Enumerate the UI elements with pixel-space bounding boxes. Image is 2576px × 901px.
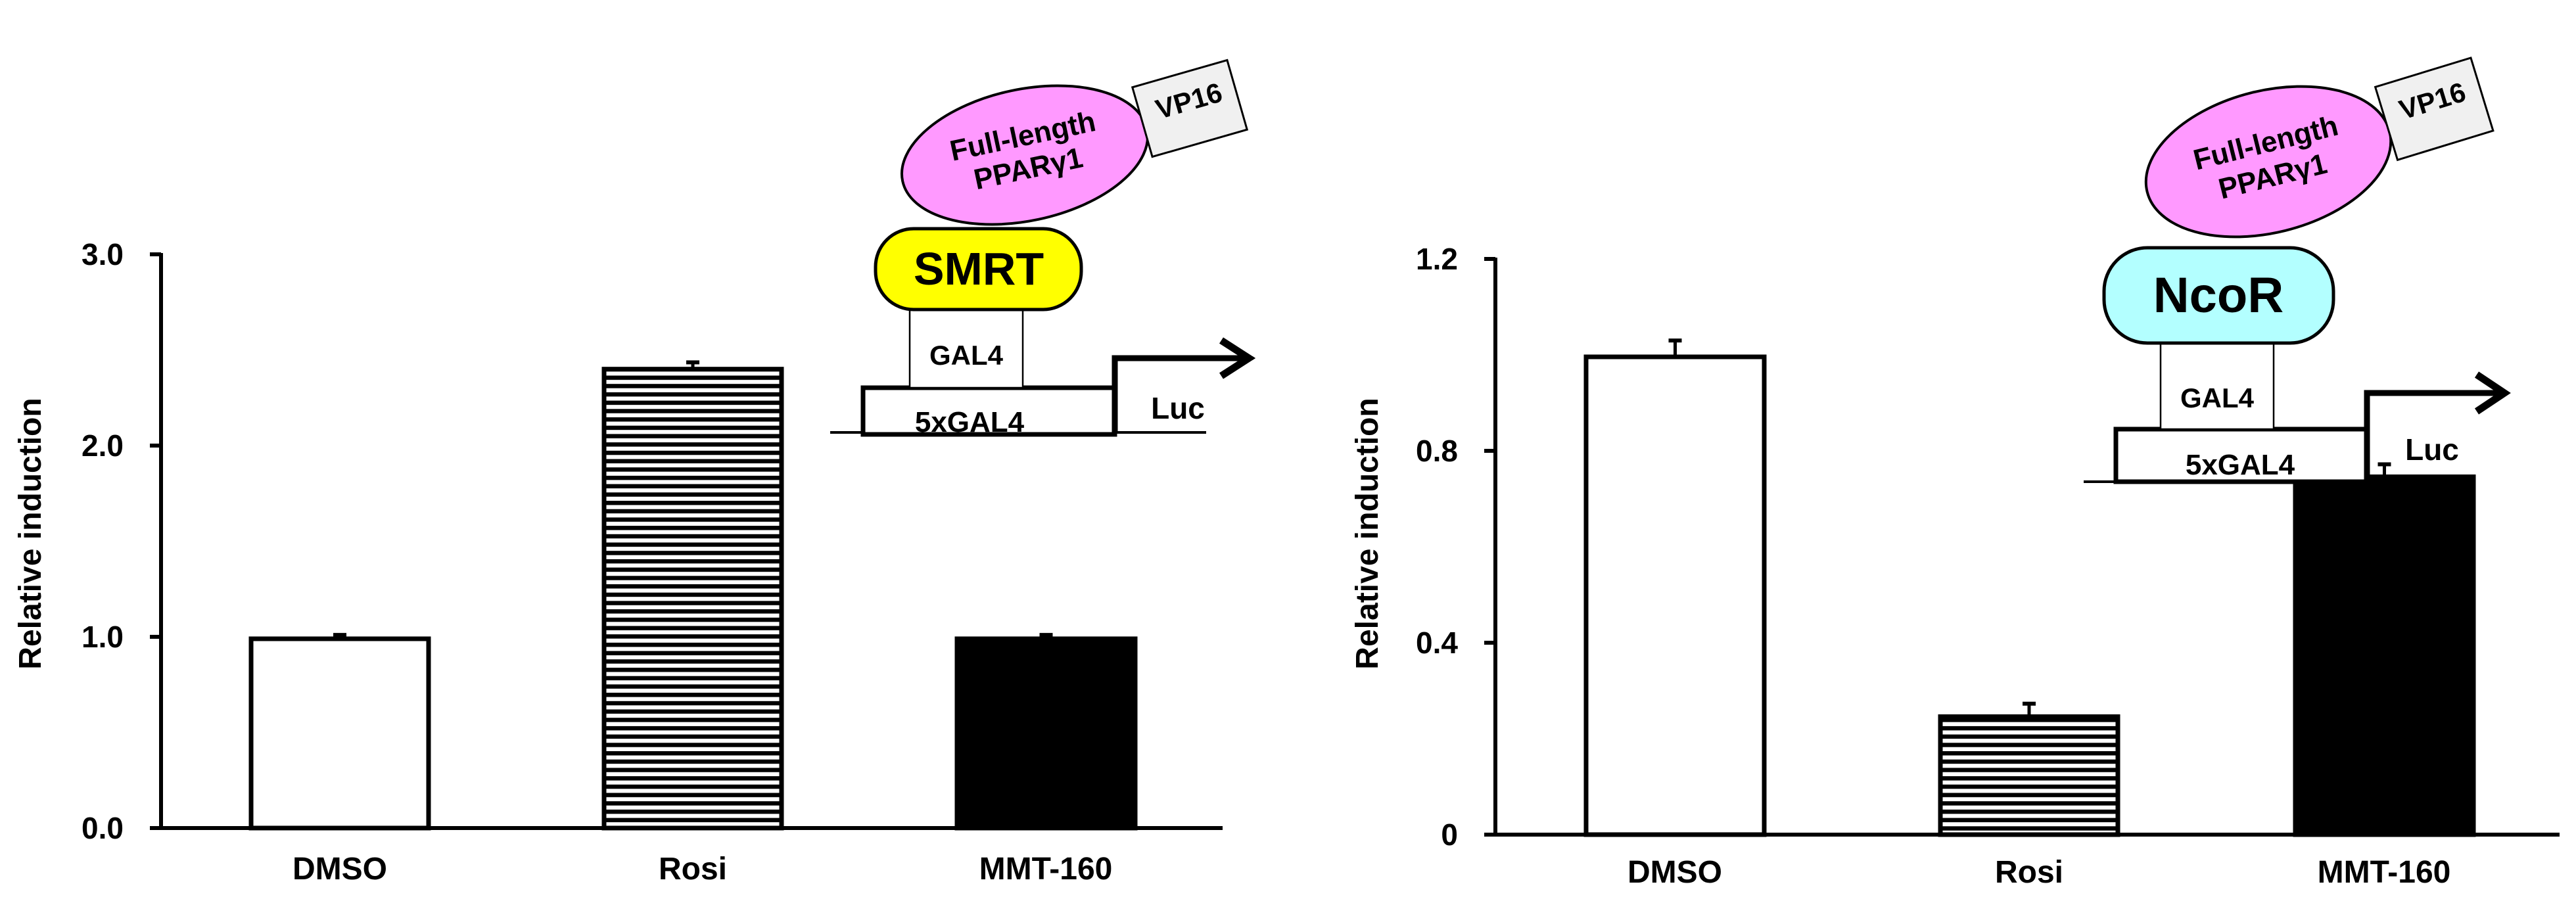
- y-tick-label: 0.4: [1416, 626, 1458, 660]
- gal4-box: [2159, 342, 2275, 430]
- smrt-schematic: 5xGAL4 GAL4 Luc SMRT Full-length PPARγ1 …: [830, 58, 1256, 438]
- corepressor-label: SMRT: [914, 243, 1044, 294]
- x-label-mmt160: MMT-160: [979, 852, 1113, 887]
- corepressor-label: NcoR: [2153, 267, 2283, 323]
- promoter-label: 5xGAL4: [915, 406, 1025, 438]
- gal4-box: [908, 308, 1024, 389]
- promoter-box: [860, 385, 1117, 437]
- x-label-rosi: Rosi: [659, 852, 727, 887]
- ppar-ellipse-group: Full-length PPARγ1: [2144, 85, 2393, 239]
- y-tick-label: 3.0: [82, 237, 124, 271]
- promoter-label: 5xGAL4: [2186, 449, 2295, 481]
- arrowhead-icon: [1219, 337, 1256, 379]
- x-label-dmso: DMSO: [293, 852, 387, 887]
- bar-mmt-160: [2293, 474, 2476, 837]
- chart-ncor: Relative induction 00.40.81.2 DMSO Rosi …: [1350, 57, 2560, 890]
- y-axis-ticks: 0 0.4 0.8 1.2: [1416, 242, 1495, 852]
- y-tick-label: 0.8: [1416, 434, 1458, 468]
- reporter-label: Luc: [2405, 432, 2459, 467]
- y-tick-label: 1.2: [1416, 242, 1458, 276]
- corepressor-ncor: [2102, 246, 2335, 345]
- vp16-group: VP16: [1131, 58, 1249, 158]
- x-label-mmt160: MMT-160: [2318, 855, 2451, 890]
- gal4-label: GAL4: [2180, 382, 2255, 413]
- bars: [1583, 338, 2476, 837]
- corepressor-smrt: [874, 227, 1083, 312]
- ppar-ellipse-group: Full-length PPARγ1: [900, 84, 1150, 226]
- y-tick-label: 1.0: [82, 620, 124, 654]
- y-tick-label: 0: [1441, 818, 1458, 852]
- transcription-arrow: [1112, 355, 1242, 434]
- vp16-box: [2374, 57, 2494, 162]
- bar-dmso: [1583, 354, 1767, 837]
- x-label-rosi: Rosi: [1995, 855, 2063, 890]
- y-axis-label: Relative induction: [1350, 398, 1385, 669]
- y-tick-label: 2.0: [82, 428, 124, 463]
- bar-mmt-160: [954, 636, 1138, 831]
- arrowhead-icon: [2474, 371, 2511, 415]
- reporter-label: Luc: [1151, 391, 1205, 425]
- vp16-box: [1131, 58, 1249, 158]
- y-axis-label: Relative induction: [13, 398, 48, 669]
- chart-smrt: Relative induction 0.0 1.0 2.0 3.0 DMSO Ros…: [13, 58, 1256, 887]
- ncor-schematic: 5xGAL4 GAL4 Luc NcoR Full-length PPARγ1 …: [2084, 57, 2511, 484]
- gal4-label: GAL4: [929, 340, 1004, 371]
- transcription-arrow: [2364, 390, 2498, 483]
- bar-rosi: [601, 367, 784, 831]
- bar-dmso: [248, 636, 431, 831]
- y-tick-label: 0.0: [82, 811, 124, 845]
- y-axis-ticks: 0.0 1.0 2.0 3.0: [82, 237, 161, 845]
- bar-rosi: [1938, 714, 2120, 837]
- x-label-dmso: DMSO: [1628, 855, 1722, 890]
- vp16-group: VP16: [2374, 57, 2494, 162]
